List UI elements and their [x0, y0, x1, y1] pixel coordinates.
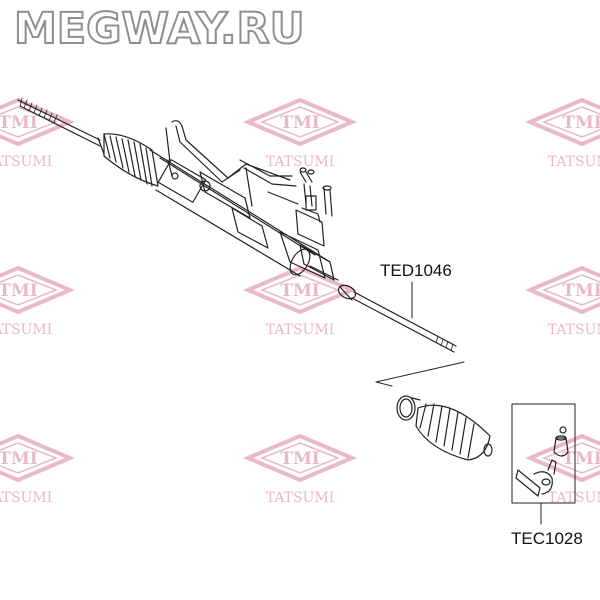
left-rack-end [17, 97, 101, 147]
right-bellows-boot [415, 403, 493, 461]
hydraulic-lines [165, 120, 315, 205]
boot-clamp [396, 395, 421, 421]
inner-tie-rod [337, 284, 457, 353]
site-logo[interactable]: MEGWAY.RU [13, 4, 306, 54]
tie-rod-end [515, 426, 569, 497]
part-label-tec1028[interactable]: TEC1028 [511, 529, 583, 548]
assembly-guides [375, 361, 465, 387]
pinion-valve [295, 183, 333, 247]
rack-housing [149, 149, 339, 281]
part-label-ted1046[interactable]: TED1046 [380, 261, 452, 280]
left-bellows-boot [97, 133, 159, 187]
tie-rod-end-frame [511, 403, 576, 504]
